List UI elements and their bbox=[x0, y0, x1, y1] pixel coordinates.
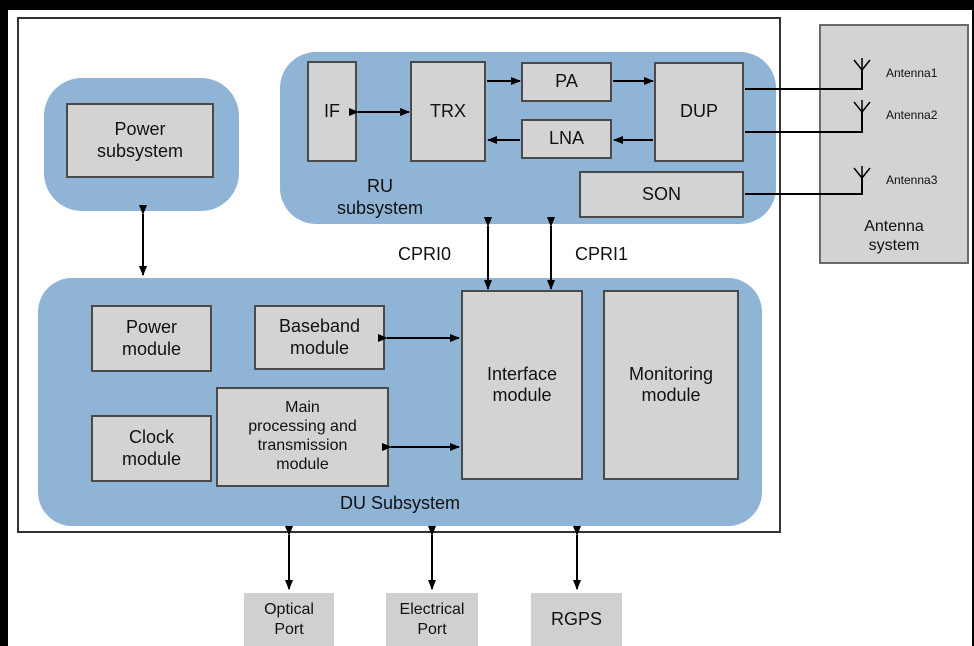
power-module-box: Power module bbox=[91, 305, 212, 372]
son-antenna3-line bbox=[745, 178, 863, 195]
optical-port: Optical Port bbox=[244, 593, 334, 646]
electrical-port: Electrical Port bbox=[386, 593, 478, 646]
ru-subsystem-label: RU subsystem bbox=[336, 176, 424, 218]
main-processing-module-box: Main processing and transmission module bbox=[216, 387, 389, 487]
interface-module-box: Interface module bbox=[461, 290, 583, 480]
dup-antenna1-line bbox=[745, 70, 863, 90]
antenna2-icon bbox=[853, 100, 871, 113]
trx-box: TRX bbox=[410, 61, 486, 162]
antenna1-icon bbox=[853, 58, 871, 71]
antenna-system-label: Antenna system bbox=[864, 218, 924, 255]
baseband-module-box: Baseband module bbox=[254, 305, 385, 370]
cpri1-label: CPRI1 bbox=[575, 244, 629, 264]
cpri0-label: CPRI0 bbox=[398, 244, 452, 264]
lna-box: LNA bbox=[521, 119, 612, 159]
dup-box: DUP bbox=[654, 62, 744, 162]
rgps-port: RGPS bbox=[531, 593, 622, 646]
antenna1-label: Antenna1 bbox=[886, 66, 938, 80]
antenna2-label: Antenna2 bbox=[886, 108, 938, 122]
clock-module-box: Clock module bbox=[91, 415, 212, 482]
antenna3-icon bbox=[853, 166, 871, 179]
antenna-system-box bbox=[819, 24, 969, 264]
antenna3-label: Antenna3 bbox=[886, 173, 938, 187]
power-subsystem-box: Power subsystem bbox=[66, 103, 214, 178]
dup-antenna2-line bbox=[745, 112, 863, 133]
pa-box: PA bbox=[521, 62, 612, 102]
du-subsystem-label: DU Subsystem bbox=[339, 493, 461, 513]
monitoring-module-box: Monitoring module bbox=[603, 290, 739, 480]
son-box: SON bbox=[579, 171, 744, 218]
